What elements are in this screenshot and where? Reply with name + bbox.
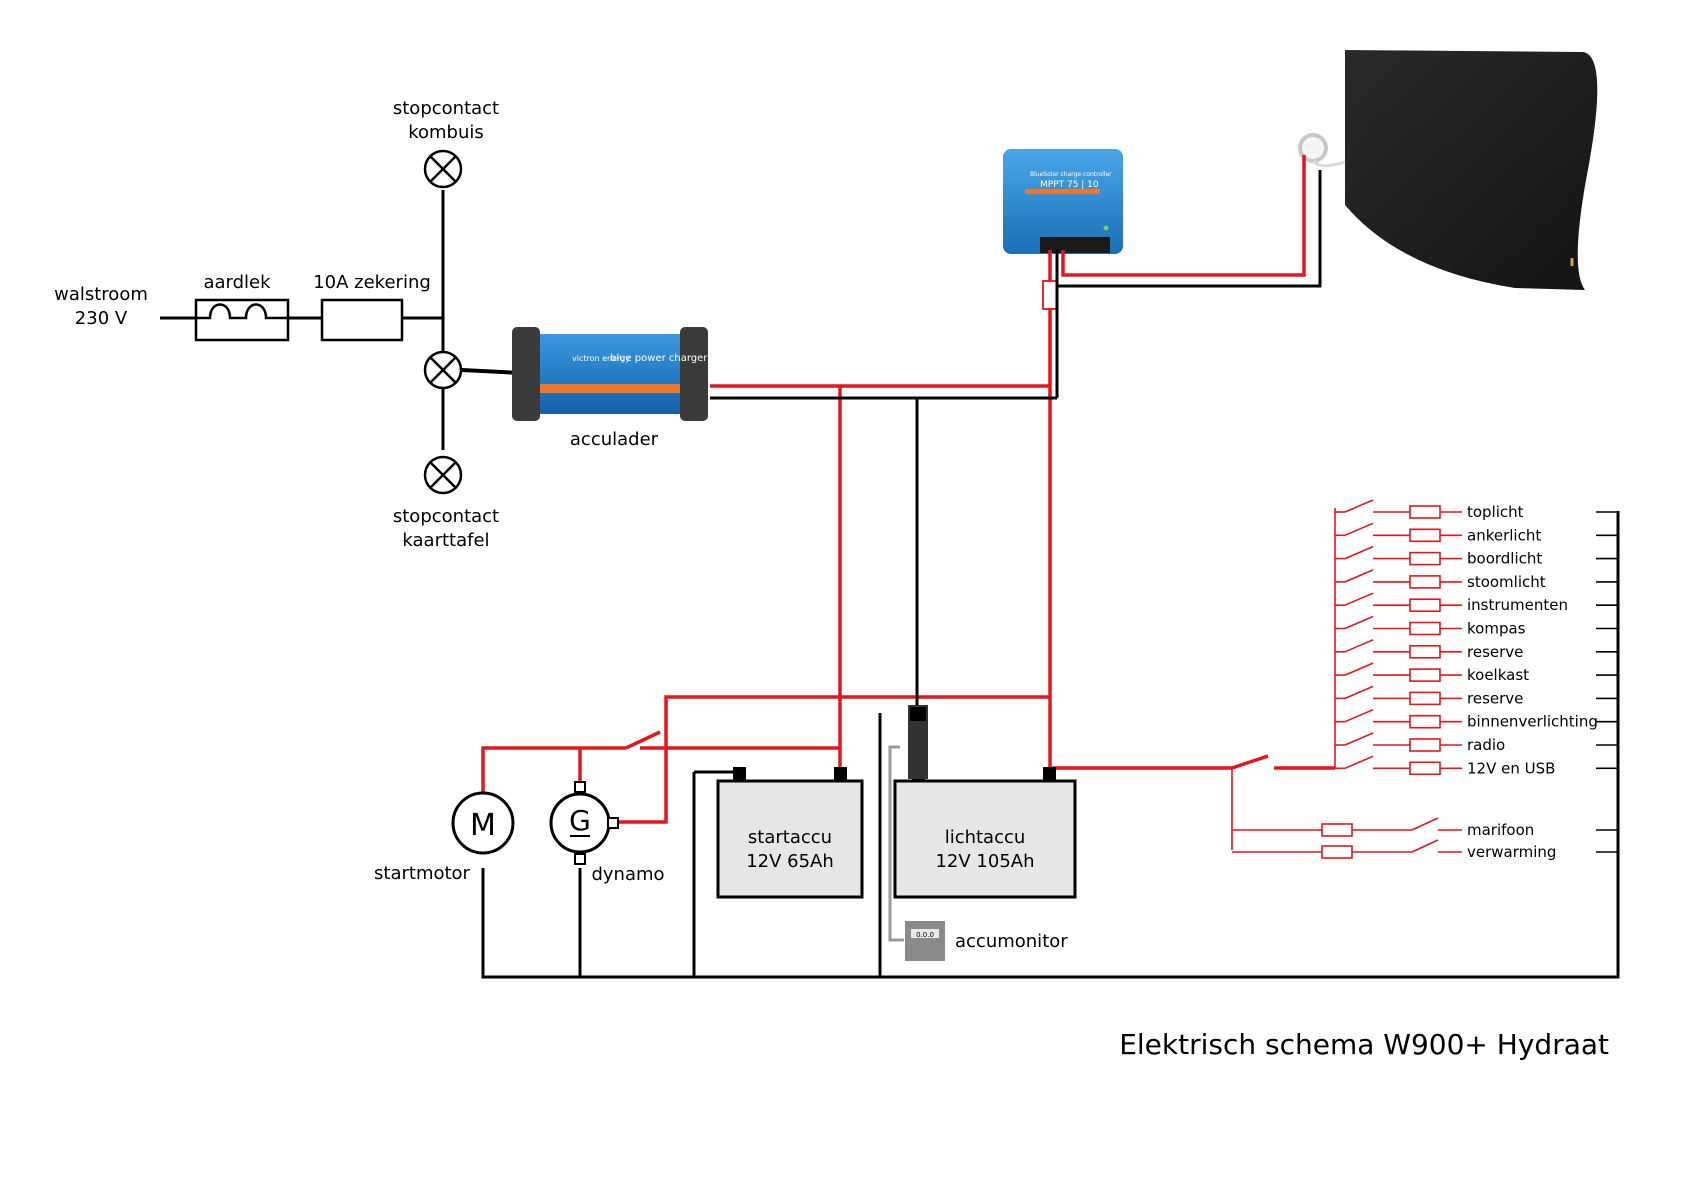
direct-circuit-label: verwarming xyxy=(1467,843,1556,861)
circuit-fuse xyxy=(1409,644,1441,659)
circuit-fuse xyxy=(1409,738,1441,752)
start-motor: M xyxy=(451,791,515,855)
circuit-label: boordlicht xyxy=(1467,550,1542,568)
house-battery-spec: 12V 105Ah xyxy=(935,851,1034,872)
start-battery-spec: 12V 65Ah xyxy=(746,851,834,872)
rcd-symbol xyxy=(194,298,290,342)
charger-label: acculader xyxy=(570,429,659,450)
circuit-switch xyxy=(1344,499,1374,513)
rcd-label: aardlek xyxy=(203,272,271,293)
circuit-switch xyxy=(1344,662,1374,676)
circuit-fuse xyxy=(1409,668,1441,682)
shore-label-1: walstroom xyxy=(54,284,148,305)
circuit-label: reserve xyxy=(1467,643,1523,661)
alternator: G xyxy=(549,781,619,865)
charger-model: blue power charger xyxy=(610,353,708,364)
circuit-switch xyxy=(1344,639,1374,653)
circuit-label: 12V en USB xyxy=(1467,759,1555,777)
circuit-switch xyxy=(1344,755,1374,770)
circuit-fuse xyxy=(1409,761,1441,776)
circuit-fuse xyxy=(1409,505,1441,519)
circuit-label: kompas xyxy=(1467,620,1526,638)
direct-circuit-label: marifoon xyxy=(1467,821,1534,839)
circuit-fuse xyxy=(1409,575,1441,589)
direct-circuit-switch xyxy=(1411,817,1439,831)
socket-bottom-label-2: kaarttafel xyxy=(402,530,489,551)
socket-middle-symbol xyxy=(423,350,463,390)
shore-label-2: 230 V xyxy=(75,308,128,329)
circuit-switch xyxy=(1344,522,1374,537)
alternator-symbol: G xyxy=(569,804,591,837)
circuit-label: koelkast xyxy=(1467,666,1529,684)
fuse-label: 10A zekering xyxy=(313,272,431,293)
charger-brand: victron energy xyxy=(572,354,630,363)
socket-top-symbol xyxy=(423,149,463,189)
circuit-switch xyxy=(1344,545,1374,560)
circuit-switch xyxy=(1344,569,1374,583)
circuit-fuse xyxy=(1409,714,1441,729)
distribution-panel: toplicht ankerlicht boordlicht stoomlicht in… xyxy=(1231,499,1618,861)
circuit-fuse xyxy=(1409,551,1441,566)
negative-wiring xyxy=(481,170,1620,979)
circuit-fuse xyxy=(1409,598,1441,613)
alternator-label: dynamo xyxy=(591,864,664,885)
socket-top-label-2: kombuis xyxy=(408,122,484,143)
mppt-controller: BlueSolar charge controller MPPT 75 | 10 xyxy=(1003,149,1123,254)
circuit-switch xyxy=(1344,592,1374,606)
start-motor-symbol: M xyxy=(470,808,496,843)
diagram-title: Elektrisch schema W900+ Hydraat xyxy=(1119,1028,1609,1061)
fuse-symbol xyxy=(320,298,404,342)
house-battery-name: lichtaccu xyxy=(945,827,1026,848)
circuit-fuse xyxy=(1409,621,1441,636)
circuit-fuse xyxy=(1409,528,1441,543)
socket-bottom-symbol xyxy=(423,455,463,495)
direct-circuit-fuse xyxy=(1321,823,1353,837)
house-battery: lichtaccu 12V 105Ah xyxy=(893,767,1077,899)
start-battery: startaccu 12V 65Ah xyxy=(716,767,864,899)
circuit-label: binnenverlichting xyxy=(1467,713,1598,731)
solar-fuse xyxy=(1042,280,1058,310)
direct-circuit-switch xyxy=(1411,839,1439,853)
circuit-switch xyxy=(1344,685,1374,700)
circuit-fuse xyxy=(1409,691,1441,706)
direct-circuit-fuse xyxy=(1321,845,1353,859)
socket-bottom-label-1: stopcontact xyxy=(393,506,499,527)
circuit-switch xyxy=(1344,615,1374,630)
mppt-model: BlueSolar charge controller xyxy=(1030,171,1112,178)
circuit-label: radio xyxy=(1467,736,1505,754)
positive-wiring xyxy=(481,155,1335,824)
circuit-label: ankerlicht xyxy=(1467,526,1541,544)
battery-shunt xyxy=(908,705,928,779)
mppt-type: MPPT 75 | 10 xyxy=(1040,180,1099,190)
circuit-switch xyxy=(1344,708,1374,723)
circuit-label: stoomlicht xyxy=(1467,573,1546,591)
battery-monitor: 0.0.0 xyxy=(905,921,945,961)
monitor-display: 0.0.0 xyxy=(916,931,934,939)
ac-section: walstroom 230 V aardlek 10A zekering sto… xyxy=(54,98,499,551)
circuit-label: instrumenten xyxy=(1467,596,1568,614)
monitor-label: accumonitor xyxy=(955,931,1068,952)
engine-switch xyxy=(625,730,661,750)
circuit-label: toplicht xyxy=(1467,503,1524,521)
circuit-label: reserve xyxy=(1467,689,1523,707)
house-switch xyxy=(1231,754,1269,770)
start-battery-name: startaccu xyxy=(748,827,832,848)
circuit-switch xyxy=(1344,732,1374,746)
start-motor-label: startmotor xyxy=(374,863,471,884)
socket-top-label-1: stopcontact xyxy=(393,98,499,119)
battery-charger: victron energy blue power charger accula… xyxy=(461,327,708,450)
solar-panel xyxy=(1298,50,1598,290)
